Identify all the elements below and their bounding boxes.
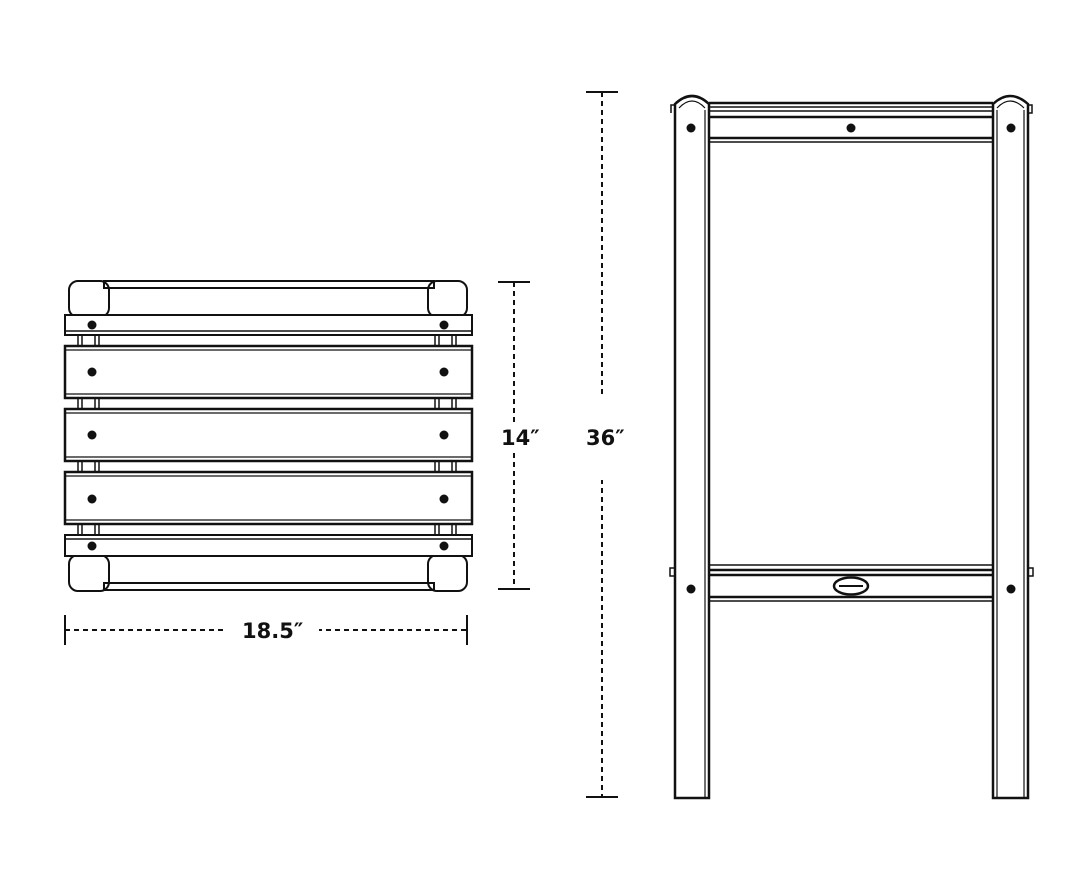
seat-slat — [63, 470, 474, 526]
screw-dots — [87, 320, 449, 551]
top-apron — [709, 101, 993, 143]
footrest-apron — [709, 564, 993, 602]
width-label: 18.5″ — [226, 619, 320, 643]
side-view-stool — [669, 94, 1034, 800]
height-label: 36″ — [584, 396, 627, 480]
side-screw-dots — [686, 123, 1016, 594]
left-leg — [673, 94, 711, 800]
depth-label: 14″ — [499, 426, 542, 450]
seat-rail-front — [64, 534, 473, 557]
top-back-rail — [103, 280, 435, 289]
seat-slat — [63, 344, 474, 400]
right-leg — [991, 94, 1030, 800]
top-view-seat — [63, 280, 474, 592]
dimension-ticks — [64, 91, 618, 798]
top-front-rail — [103, 582, 435, 591]
logo-badge — [832, 576, 870, 596]
seat-rail-back — [64, 314, 473, 336]
seat-slat — [63, 407, 474, 463]
